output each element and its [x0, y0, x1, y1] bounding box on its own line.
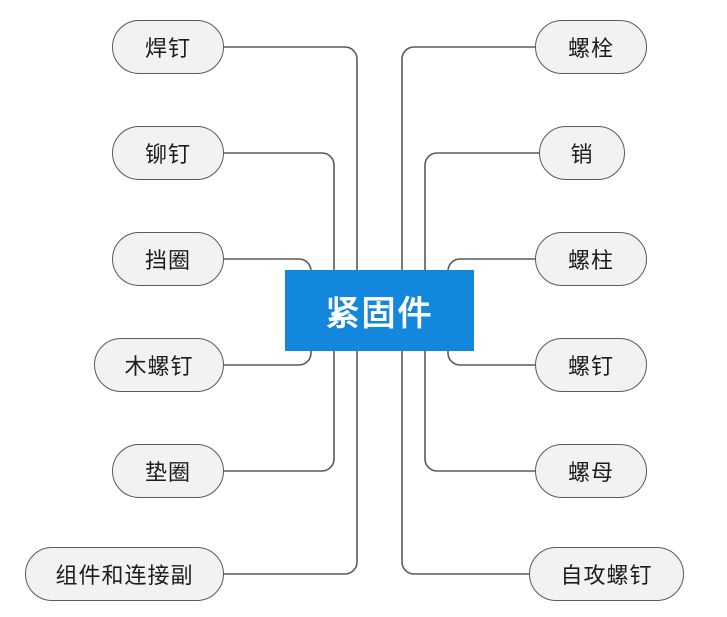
edge-right-1 [401, 46, 536, 271]
node-right-4[interactable]: 螺钉 [535, 338, 647, 392]
node-left-6[interactable]: 组件和连接副 [25, 547, 224, 601]
node-label: 垫圈 [144, 460, 191, 485]
node-label: 螺栓 [567, 36, 614, 61]
node-left-5[interactable]: 垫圈 [112, 444, 224, 498]
edge-right-5 [424, 350, 536, 472]
node-label: 焊钉 [144, 36, 191, 61]
node-left-4[interactable]: 木螺钉 [94, 338, 224, 392]
node-label: 螺钉 [567, 354, 614, 379]
node-label: 螺柱 [567, 248, 614, 273]
node-label: 组件和连接副 [55, 563, 194, 588]
node-label: 铆钉 [144, 142, 191, 167]
node-left-2[interactable]: 铆钉 [112, 126, 224, 180]
center-node[interactable]: 紧固件 [285, 270, 474, 351]
node-right-2[interactable]: 销 [539, 126, 625, 180]
edge-left-4 [223, 350, 312, 366]
node-label: 挡圈 [144, 248, 191, 273]
node-right-6[interactable]: 自攻螺钉 [529, 547, 684, 601]
node-label: 木螺钉 [124, 354, 194, 379]
center-node-label: 紧固件 [325, 295, 434, 333]
edge-left-1 [223, 46, 358, 271]
node-right-3[interactable]: 螺柱 [535, 232, 647, 286]
edge-right-6 [401, 350, 530, 575]
node-label: 螺母 [567, 460, 614, 485]
node-right-1[interactable]: 螺栓 [535, 20, 647, 74]
node-left-1[interactable]: 焊钉 [112, 20, 224, 74]
edge-left-5 [223, 350, 335, 472]
edge-right-4 [447, 350, 536, 366]
edge-right-2 [424, 152, 540, 271]
node-label: 销 [570, 142, 594, 167]
edge-left-6 [223, 350, 358, 575]
node-left-3[interactable]: 挡圈 [112, 232, 224, 286]
node-label: 自攻螺钉 [560, 563, 653, 588]
node-right-5[interactable]: 螺母 [535, 444, 647, 498]
edge-left-2 [223, 152, 335, 271]
